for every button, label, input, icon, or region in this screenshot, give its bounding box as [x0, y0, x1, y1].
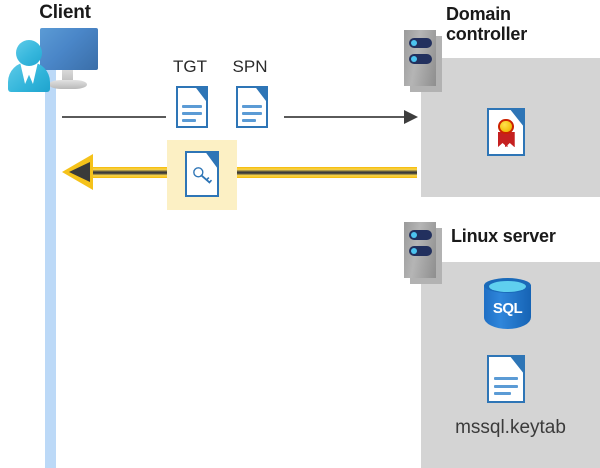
keytab-document-icon: [487, 355, 525, 403]
arrow-left-fill: [69, 162, 90, 182]
monitor-neck-icon: [62, 70, 73, 82]
key-icon: [192, 167, 212, 184]
request-arrow-line-right: [284, 116, 406, 118]
rack-led-icon: [411, 248, 417, 254]
rack-led-icon: [411, 56, 417, 62]
monitor-screen-icon: [40, 28, 98, 70]
document-line: [493, 377, 519, 381]
rack-led-icon: [411, 40, 417, 46]
database-top-fill: [489, 281, 526, 292]
document-line: [181, 105, 203, 109]
domain-controller-title-line2: controller: [446, 24, 528, 45]
spn-document-icon: [236, 86, 268, 128]
linux-server-title: Linux server: [451, 226, 556, 246]
rack-face: [404, 222, 436, 278]
keytab-filename-label: mssql.keytab: [455, 417, 566, 438]
linux-server-rack-icon: [404, 222, 442, 284]
certificate-ribbon-left: [497, 132, 508, 148]
database-label: SQL: [492, 300, 523, 317]
service-ticket-key-document-icon: [185, 151, 219, 197]
certificate-document-icon: [487, 108, 525, 156]
person-shirt-icon: [20, 62, 38, 84]
client-lifeline: [45, 60, 56, 468]
response-arrow-line-right: [237, 167, 417, 178]
spn-label: SPN: [232, 57, 268, 76]
rack-slot: [409, 54, 432, 64]
client-title: Client: [39, 2, 91, 23]
certificate-seal-icon: [498, 118, 515, 135]
request-arrow-line-left: [62, 116, 166, 118]
document-line: [181, 118, 196, 122]
tgt-document-icon: [176, 86, 208, 128]
client-user-monitor-icon: [8, 26, 100, 94]
domain-controller-server-rack-icon: [404, 30, 442, 92]
document-line: [493, 392, 511, 396]
rack-slot: [409, 38, 432, 48]
arrow-right-icon: [404, 110, 418, 124]
rack-slot: [409, 230, 432, 240]
arrow-left-icon: [62, 154, 94, 191]
sql-database-icon: SQL: [484, 278, 531, 336]
domain-controller-title-line1: Domain: [446, 4, 511, 24]
person-head-icon: [16, 40, 42, 66]
tgt-label: TGT: [173, 57, 207, 76]
document-line: [493, 384, 519, 388]
monitor-base-icon: [49, 80, 87, 89]
rack-face: [404, 30, 436, 86]
domain-controller-title: Domain controller: [446, 4, 600, 44]
document-line: [241, 112, 263, 116]
response-arrow-line-left: [88, 167, 167, 178]
rack-led-icon: [411, 232, 417, 238]
rack-slot: [409, 246, 432, 256]
certificate-ribbon-right: [504, 132, 515, 148]
document-line: [241, 105, 263, 109]
document-line: [241, 118, 256, 122]
document-line: [181, 112, 203, 116]
